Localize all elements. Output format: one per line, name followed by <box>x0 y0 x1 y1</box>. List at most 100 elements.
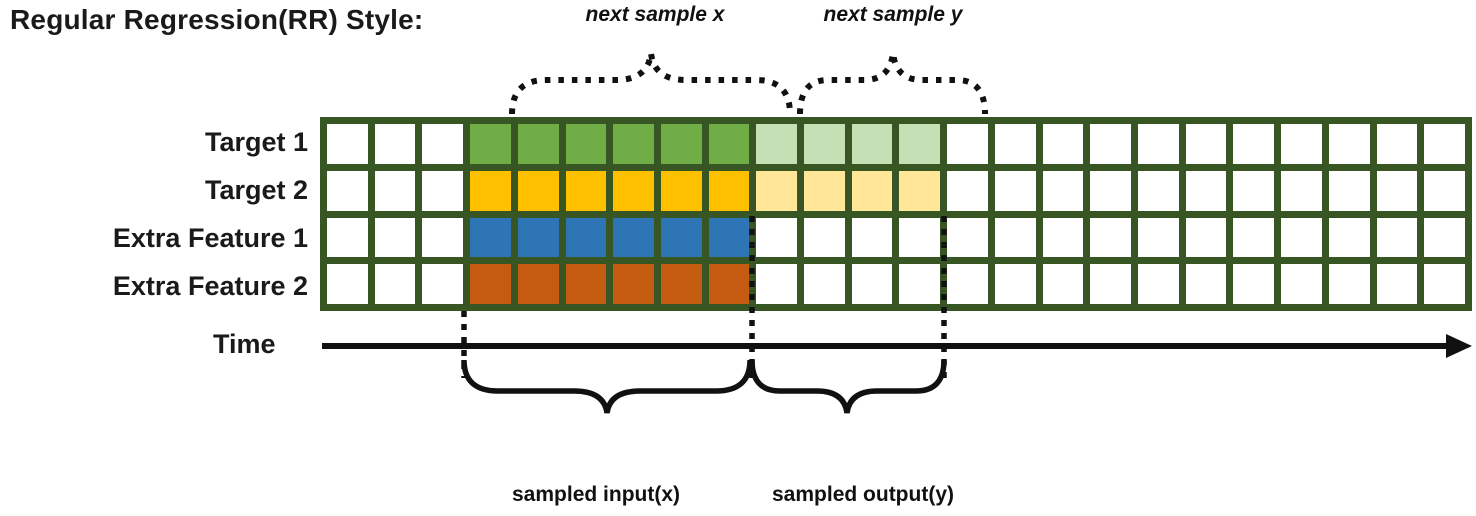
timestep-cell-empty <box>1281 217 1322 258</box>
timestep-cell-orange <box>517 264 559 304</box>
timestep-cell-empty <box>756 217 798 258</box>
timestep-cell-yellow <box>660 170 702 211</box>
timestep-cell-empty <box>1090 264 1132 304</box>
timestep-cell-empty <box>1185 170 1227 211</box>
timestep-cell-empty <box>804 264 845 304</box>
timestep-cell-yellow_light <box>899 170 941 211</box>
timestep-cell-empty <box>994 217 1036 258</box>
timestep-cell-yellow_light <box>851 170 893 211</box>
timestep-cell-green <box>565 124 607 164</box>
next-sample-y-label: next sample y <box>823 3 963 26</box>
timestep-cell-empty <box>899 264 941 304</box>
timestep-cell-empty <box>1376 264 1418 304</box>
timestep-cell-empty <box>1233 264 1275 304</box>
timestep-cell-empty <box>1376 124 1418 164</box>
timestep-cell-empty <box>1328 170 1370 211</box>
timestep-cell-green_light <box>804 124 845 164</box>
timestep-cell-empty <box>1424 170 1465 211</box>
timestep-cell-green_light <box>899 124 941 164</box>
timestep-cell-blue <box>517 217 559 258</box>
timestep-cell-empty <box>422 217 464 258</box>
next-sample-y-brace <box>797 52 988 115</box>
timestep-cell-empty <box>1042 170 1084 211</box>
next-sample-x-brace <box>509 52 793 115</box>
row-label-target-2: Target 2 <box>204 175 308 205</box>
timestep-cell-empty <box>327 124 368 164</box>
timestep-cell-empty <box>1376 217 1418 258</box>
timestep-cell-empty <box>1042 124 1084 164</box>
timestep-cell-empty <box>1042 217 1084 258</box>
timestep-cell-empty <box>1138 217 1179 258</box>
timestep-cell-empty <box>1185 217 1227 258</box>
timestep-cell-empty <box>1233 124 1275 164</box>
timestep-cell-green <box>613 124 654 164</box>
next-sample-x-label: next sample x <box>585 3 725 26</box>
timestep-cell-green_light <box>756 124 798 164</box>
timestep-cell-orange <box>565 264 607 304</box>
timestep-cell-empty <box>947 124 988 164</box>
timestep-cell-empty <box>327 170 368 211</box>
sampled-output-caption: sampled output(y) horizon=4 output_featu… <box>772 420 999 516</box>
timestep-cell-empty <box>1090 170 1132 211</box>
timestep-cell-empty <box>1233 217 1275 258</box>
timestep-cell-empty <box>1233 170 1275 211</box>
diagram-title: Regular Regression(RR) Style: <box>10 4 424 35</box>
timestep-cell-empty <box>327 264 368 304</box>
timestep-cell-empty <box>1424 124 1465 164</box>
timestep-cell-empty <box>1424 217 1465 258</box>
timestep-cell-empty <box>1185 124 1227 164</box>
timestep-cell-orange <box>660 264 702 304</box>
timestep-cell-yellow_light <box>804 170 845 211</box>
timestep-cell-blue <box>613 217 654 258</box>
time-axis-label: Time <box>213 329 276 359</box>
timestep-cell-yellow <box>565 170 607 211</box>
timestep-cell-yellow <box>613 170 654 211</box>
timestep-cell-empty <box>947 217 988 258</box>
sampled-input-caption: sampled input(x) lookback=6 input_featur… <box>512 420 725 516</box>
timestep-cell-empty <box>1424 264 1465 304</box>
timestep-cell-empty <box>1042 264 1084 304</box>
timestep-cell-empty <box>1376 170 1418 211</box>
timestep-cell-empty <box>422 170 464 211</box>
timestep-cell-empty <box>1138 264 1179 304</box>
timestep-cell-blue <box>470 217 511 258</box>
timestep-cell-empty <box>756 264 798 304</box>
timestep-cell-empty <box>947 170 988 211</box>
timestep-cell-green <box>470 124 511 164</box>
time-arrow-head <box>1446 334 1472 358</box>
row-label-extra-feature-1: Extra Feature 1 <box>112 223 308 253</box>
timestep-cell-yellow <box>470 170 511 211</box>
timestep-cell-empty <box>374 124 416 164</box>
timestep-cell-empty <box>1138 124 1179 164</box>
timestep-cell-empty <box>851 217 893 258</box>
timestep-cell-green <box>708 124 750 164</box>
timestep-cell-green_light <box>851 124 893 164</box>
timestep-cell-empty <box>1281 170 1322 211</box>
sampled-input-brace <box>461 359 753 414</box>
timestep-cell-empty <box>374 217 416 258</box>
sampled-input-line1: sampled input(x) <box>512 483 681 506</box>
timestep-cell-empty <box>994 264 1036 304</box>
timestep-cell-empty <box>374 264 416 304</box>
timestep-cell-empty <box>1328 217 1370 258</box>
timestep-cell-empty <box>1281 264 1322 304</box>
timestep-cell-empty <box>374 170 416 211</box>
timestep-cell-empty <box>994 170 1036 211</box>
timestep-cell-blue <box>708 217 750 258</box>
timestep-cell-blue <box>660 217 702 258</box>
timestep-cell-empty <box>1090 217 1132 258</box>
timestep-cell-empty <box>327 217 368 258</box>
timestep-cell-empty <box>899 217 941 258</box>
timestep-cell-empty <box>804 217 845 258</box>
timestep-cell-empty <box>422 124 464 164</box>
timestep-cell-yellow <box>708 170 750 211</box>
timestep-cell-empty <box>1090 124 1132 164</box>
row-label-extra-feature-2: Extra Feature 2 <box>112 271 308 301</box>
timestep-cell-empty <box>1185 264 1227 304</box>
timestep-grid <box>320 117 1472 311</box>
sampled-output-line1: sampled output(y) <box>772 483 954 506</box>
timestep-cell-green <box>660 124 702 164</box>
timestep-cell-empty <box>1138 170 1179 211</box>
